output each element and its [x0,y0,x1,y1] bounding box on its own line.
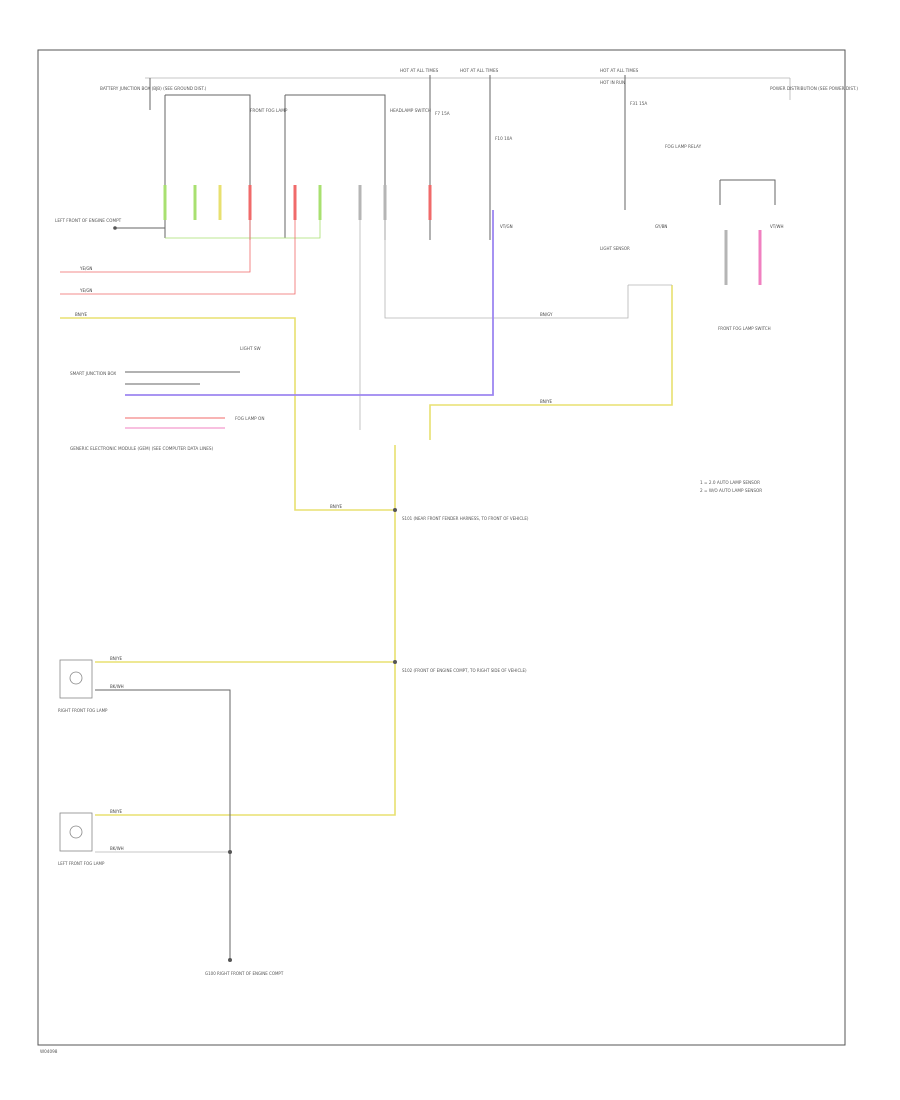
ground-ref-label: LEFT FRONT OF ENGINE COMPT [55,218,122,223]
splice-label-s2: S102 (FRONT OF ENGINE COMPT, TO RIGHT SI… [402,668,527,673]
right-ref-label: POWER DISTRIBUTION (SEE POWER DIST.) [770,86,858,91]
top-power-bus [145,75,791,240]
fog-on-label: FOG LAMP ON [235,416,264,421]
gem-wires [125,371,240,429]
diagram-frame [37,49,846,1046]
note-2: 2 = W/O AUTO LAMP SENSOR [700,488,762,493]
ground-wires [95,689,232,962]
left-fog-lamp-label: LEFT FRONT FOG LAMP [58,861,105,866]
wire-label-yel5: BN/YE [110,809,123,814]
gem-label: GENERIC ELECTRONIC MODULE (GEM) (SEE COM… [70,446,214,451]
wire-label-red2: YE/GN [79,288,92,293]
wire-label-yel1: BN/YE [75,312,88,317]
top-wire-stubs [163,185,432,220]
wire-label-red1: YE/GN [79,266,92,271]
light-sw-label: LIGHT SW [240,346,261,351]
lamp-symbols [59,659,93,852]
wire-label-gry2: GY/BN [655,224,667,229]
hot-in-run-label: HOT IN RUN [600,80,625,85]
left-connector-block [113,220,321,239]
fuse-b-label: F10 10A [495,136,512,141]
hot-label-1: HOT AT ALL TIMES [400,68,439,73]
left-ref-label: BATTERY JUNCTION BOX (BJB) (SEE GROUND D… [100,86,207,91]
switch-a-label: FRONT FOG LAMP [250,108,288,113]
wire-label-yel3: BN/YE [330,504,343,509]
footer-code: W04098 [40,1049,58,1054]
splice-label-s1: S101 (NEAR FRONT FENDER HARNESS, TO FRON… [402,516,529,521]
smart-jb-label: SMART JUNCTION BOX [70,371,116,376]
red-wires [60,220,296,295]
yellow-wires [60,285,673,816]
right-component-wires [624,179,776,285]
wire-label-gry1: BN/GY [540,312,553,317]
wire-label-yel2: BN/YE [540,399,553,404]
wire-label-vio: VT/GN [500,224,513,229]
light-sensor-label: LIGHT SENSOR [600,246,630,251]
wire-label-blk1: BK/WH [110,684,124,689]
wire-label-yel4: BN/YE [110,656,123,661]
hot-label-2: HOT AT ALL TIMES [460,68,499,73]
violet-wire [125,210,494,396]
gray-wires [359,220,672,430]
switch-b-label: HEADLAMP SWITCH [390,108,431,113]
fuse-a-label: F7 15A [435,111,450,116]
fuse-c-label: F31 15A [630,101,647,106]
relay-label: FOG LAMP RELAY [665,144,702,149]
note-1: 1 = 2.0 AUTO LAMP SENSOR [700,480,760,485]
fog-switch-label: FRONT FOG LAMP SWITCH [718,326,771,331]
splice-points [228,508,397,854]
ground-label-g1: G100 RIGHT FRONT OF ENGINE COMPT [205,971,284,976]
hot-label-3: HOT AT ALL TIMES [600,68,639,73]
wire-label-blk2: BK/WH [110,846,124,851]
right-fog-lamp-label: RIGHT FRONT FOG LAMP [58,708,108,713]
wire-label-pnk: VT/WH [770,224,784,229]
